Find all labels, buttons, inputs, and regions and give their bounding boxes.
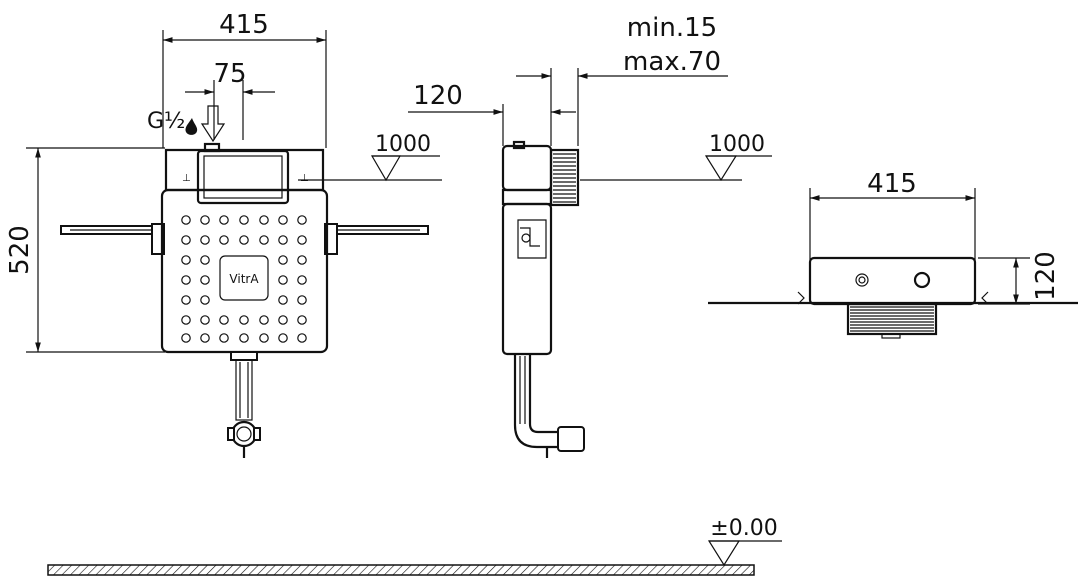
front-level-mark: 1000	[298, 132, 442, 182]
front-drain-pipe	[227, 351, 261, 458]
side-depth-dimension: 120	[408, 68, 576, 146]
perforation-hole	[181, 215, 191, 225]
perforation-hole	[297, 235, 307, 245]
perforation-hole	[181, 333, 191, 343]
top-depth-label: 120	[1031, 251, 1061, 301]
perforation-hole	[200, 275, 210, 285]
perforation-hole	[200, 295, 210, 305]
side-level-label: 1000	[709, 132, 765, 157]
perforation-hole	[239, 315, 249, 325]
cistern-body: VitrA	[160, 188, 329, 354]
water-drop-icon	[185, 118, 198, 135]
inlet-offset-dimension: 75	[185, 59, 275, 140]
side-depth-label: 120	[413, 81, 463, 111]
adjust-min-label: min.15	[627, 13, 717, 43]
perforation-hole	[200, 333, 210, 343]
adjust-max-label: max.70	[623, 47, 721, 77]
perforation-hole	[259, 235, 269, 245]
perforation-hole	[219, 315, 229, 325]
front-height-label: 520	[5, 225, 35, 275]
perforation-hole	[297, 333, 307, 343]
top-depth-dimension: 120	[978, 251, 1061, 305]
cistern-top: ⊥ ⊥	[164, 142, 325, 205]
perforation-hole	[181, 275, 191, 285]
adjustable-frame-ribs	[553, 153, 576, 203]
front-width-label: 415	[219, 10, 269, 40]
perforation-hole	[219, 235, 229, 245]
perforation-grid	[181, 215, 307, 343]
perforation-hole	[259, 315, 269, 325]
perforation-hole	[278, 255, 288, 265]
perforation-hole	[219, 215, 229, 225]
top-cistern-body	[708, 256, 1078, 339]
inlet-thread-label: G½	[147, 109, 185, 134]
perforation-hole	[200, 315, 210, 325]
perforation-hole	[278, 215, 288, 225]
front-level-label: 1000	[375, 132, 431, 157]
front-width-dimension: 415	[162, 10, 327, 148]
perforation-hole	[219, 333, 229, 343]
adjustable-frame-ribs	[850, 306, 934, 332]
side-view: 120 min.15 max.70 1000	[408, 13, 772, 458]
screw-icon: ⊥	[182, 173, 191, 184]
adjustment-dimension: min.15 max.70	[516, 13, 728, 146]
brand-logo: VitrA	[229, 272, 259, 286]
inlet-offset-label: 75	[213, 59, 246, 89]
screw-icon: ⊥	[300, 173, 309, 184]
side-drain-pipe	[513, 354, 585, 458]
perforation-hole	[278, 333, 288, 343]
front-view: 415 75 G½ 520 1000	[5, 10, 442, 458]
side-level-mark: 1000	[580, 132, 772, 182]
perforation-hole	[297, 255, 307, 265]
perforation-hole	[278, 235, 288, 245]
perforation-hole	[181, 255, 191, 265]
perforation-hole	[297, 295, 307, 305]
perforation-hole	[239, 215, 249, 225]
inlet-arrow-icon	[200, 105, 226, 143]
perforation-hole	[278, 275, 288, 285]
floor-level-label: ±0.00	[710, 516, 777, 541]
front-height-dimension: 520	[5, 147, 165, 353]
top-view: 415 120	[708, 169, 1078, 339]
perforation-hole	[259, 215, 269, 225]
perforation-hole	[278, 295, 288, 305]
perforation-hole	[278, 315, 288, 325]
perforation-hole	[200, 255, 210, 265]
perforation-hole	[239, 235, 249, 245]
perforation-hole	[200, 235, 210, 245]
mounting-brackets	[60, 223, 429, 255]
perforation-hole	[239, 333, 249, 343]
perforation-hole	[297, 215, 307, 225]
perforation-hole	[297, 275, 307, 285]
top-width-label: 415	[867, 169, 917, 199]
top-width-dimension: 415	[809, 169, 976, 260]
side-cistern-body	[501, 140, 580, 356]
floor-line: ±0.00	[47, 516, 782, 576]
perforation-hole	[200, 215, 210, 225]
perforation-hole	[181, 235, 191, 245]
perforation-hole	[259, 333, 269, 343]
perforation-hole	[181, 315, 191, 325]
perforation-hole	[297, 315, 307, 325]
perforation-hole	[181, 295, 191, 305]
